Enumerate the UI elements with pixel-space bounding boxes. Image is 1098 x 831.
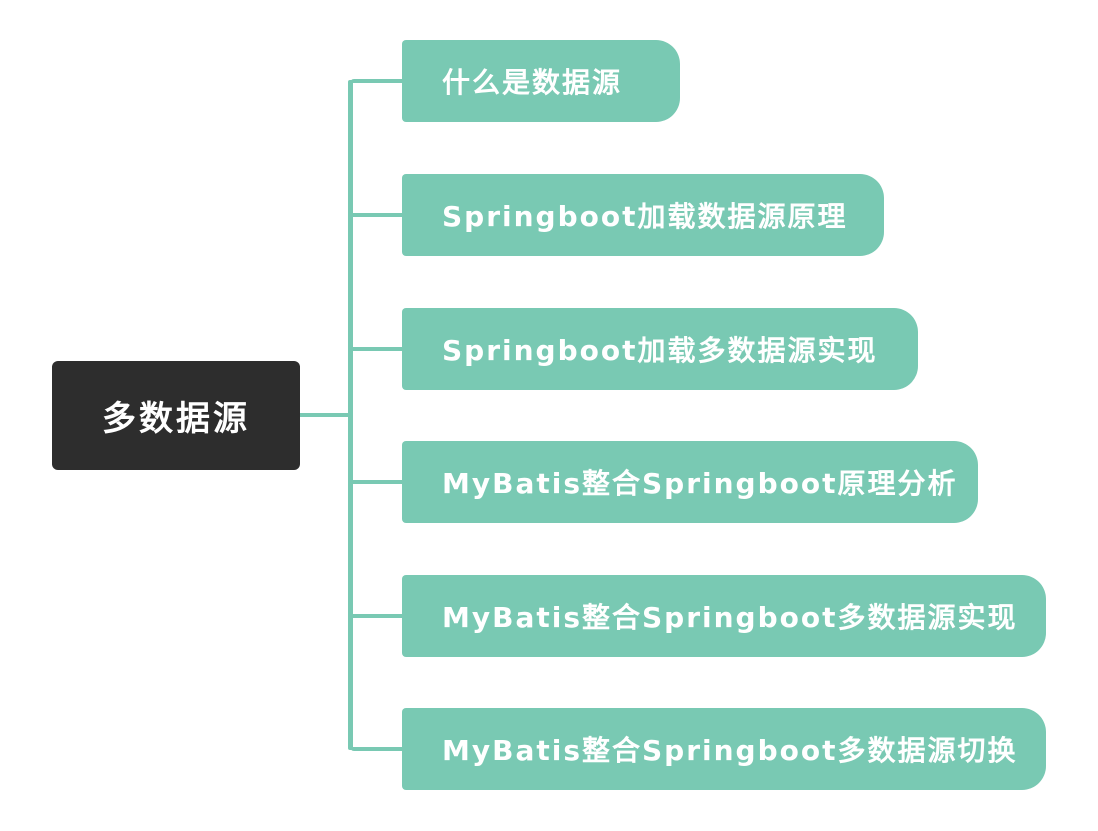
branch-node-3[interactable]: Springboot加载多数据源实现 <box>402 308 918 390</box>
branch-node-label: MyBatis整合Springboot多数据源切换 <box>442 734 1018 767</box>
branch-node-6[interactable]: MyBatis整合Springboot多数据源切换 <box>402 708 1046 790</box>
branch-node-5[interactable]: MyBatis整合Springboot多数据源实现 <box>402 575 1046 657</box>
branch-connector-1 <box>350 79 402 83</box>
branch-connector-3 <box>350 347 402 351</box>
branch-node-label: 什么是数据源 <box>442 66 623 99</box>
branch-node-2[interactable]: Springboot加载数据源原理 <box>402 174 884 256</box>
root-node-label: 多数据源 <box>102 399 250 439</box>
branch-connector-6 <box>350 747 402 751</box>
branch-node-label: Springboot加载多数据源实现 <box>442 334 878 367</box>
branch-node-1[interactable]: 什么是数据源 <box>402 40 680 122</box>
root-connector <box>300 413 350 417</box>
branch-connector-2 <box>350 213 402 217</box>
branch-node-label: MyBatis整合Springboot多数据源实现 <box>442 601 1018 634</box>
branch-connector-4 <box>350 480 402 484</box>
branch-connector-5 <box>350 614 402 618</box>
branch-node-4[interactable]: MyBatis整合Springboot原理分析 <box>402 441 978 523</box>
branch-node-label: MyBatis整合Springboot原理分析 <box>442 467 958 500</box>
trunk-connector <box>348 80 353 750</box>
root-node[interactable]: 多数据源 <box>52 361 300 470</box>
branch-node-label: Springboot加载数据源原理 <box>442 200 848 233</box>
